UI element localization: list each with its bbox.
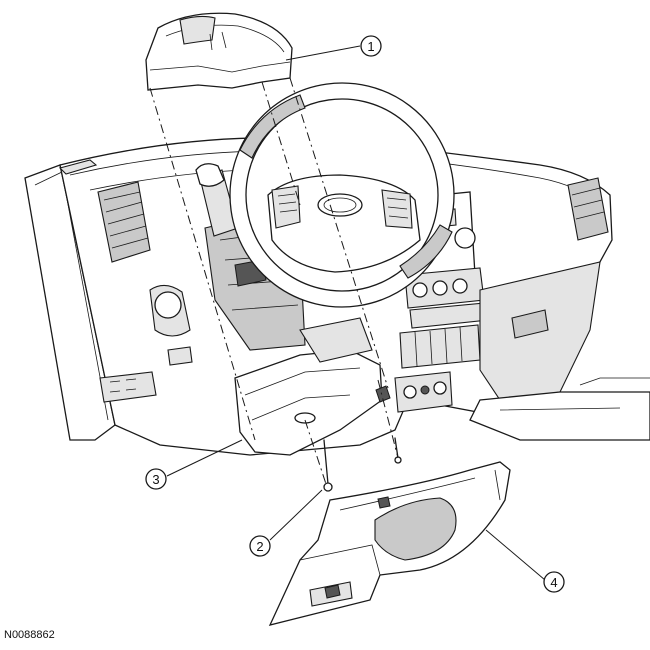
callout-4-label: 4 [550, 575, 557, 590]
lower-steering-column-shroud [234, 317, 391, 456]
callout-4: 4 [543, 571, 565, 593]
steering-wheel [229, 82, 455, 308]
callout-1-label: 1 [367, 39, 374, 54]
lower-shroud-screws [323, 437, 402, 492]
upper-steering-column-shroud [145, 12, 293, 91]
callout-3-label: 3 [152, 472, 159, 487]
explode-alignment-lines [149, 77, 399, 485]
callout-leader-lines [166, 45, 546, 581]
callout-3: 3 [145, 468, 167, 490]
lower-instrument-panel-trim [268, 461, 511, 626]
callout-2: 2 [249, 535, 271, 557]
callout-2-label: 2 [256, 539, 263, 554]
callout-1: 1 [360, 35, 382, 57]
figure-id-label: N0088862 [4, 629, 55, 641]
